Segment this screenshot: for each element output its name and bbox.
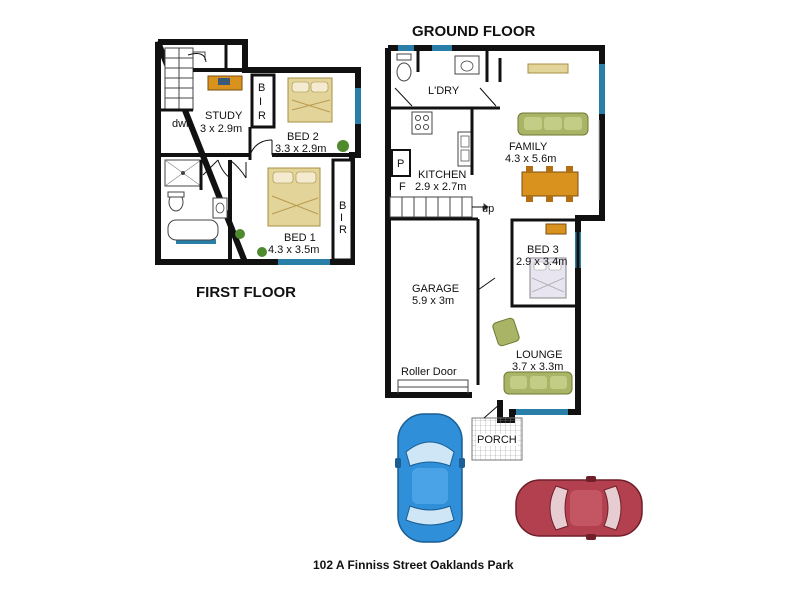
laundry-sink — [454, 55, 480, 75]
property-address: 102 A Finniss Street Oaklands Park — [313, 558, 514, 572]
room-lounge-size: 3.7 x 3.3m — [512, 361, 564, 373]
bir-upper-i: I — [259, 96, 263, 108]
room-study-name: STUDY — [205, 110, 243, 122]
ground-floor-title: GROUND FLOOR — [412, 23, 536, 40]
fridge-label: F — [399, 181, 406, 193]
room-laundry-name: L'DRY — [428, 85, 460, 97]
tv-unit — [527, 63, 569, 74]
room-family-name: FAMILY — [509, 141, 548, 153]
roller-door-label: Roller Door — [401, 366, 457, 378]
room-bed1-name: BED 1 — [284, 232, 316, 244]
bir-upper-r: R — [258, 110, 266, 122]
room-bed3-name: BED 3 — [527, 244, 559, 256]
room-lounge-name: LOUNGE — [516, 349, 563, 361]
first-floor-plan — [155, 39, 361, 265]
lounge-sofa — [503, 371, 573, 395]
built-in-robe-lower — [331, 158, 354, 262]
blue-car — [395, 413, 465, 543]
room-bed2-size: 3.3 x 2.9m — [275, 143, 327, 155]
window-bath — [176, 239, 216, 244]
room-bed3-size: 2.9 x 3.4m — [516, 256, 568, 268]
stair-dwn-label: dwn — [172, 118, 193, 130]
window-bed2 — [355, 88, 361, 124]
bir-upper-b: B — [258, 82, 266, 94]
bir-lower-b: B — [339, 200, 347, 212]
cooktop — [411, 111, 433, 135]
room-kitchen-name: KITCHEN — [418, 169, 467, 181]
room-kitchen-size: 2.9 x 2.7m — [415, 181, 467, 193]
bed2-bed — [287, 77, 333, 123]
pantry — [391, 149, 411, 177]
stair-up-label: up — [482, 203, 495, 215]
red-car — [515, 476, 643, 540]
bathtub — [167, 219, 219, 241]
laundry-toilet — [396, 62, 412, 82]
ground-floor-outer-wall — [385, 45, 605, 423]
upper-staircase — [164, 47, 207, 111]
room-garage-size: 5.9 x 3m — [412, 295, 455, 307]
bed1-bed — [267, 167, 321, 227]
window-bed1 — [278, 259, 330, 265]
dining-table — [521, 166, 579, 202]
room-family-size: 4.3 x 5.6m — [505, 153, 557, 165]
family-sofa — [517, 112, 589, 136]
plant-icon — [337, 140, 349, 152]
room-study-size: 3 x 2.9m — [200, 123, 243, 135]
bir-lower-r: R — [339, 224, 347, 236]
room-bed2-name: BED 2 — [287, 131, 319, 143]
armchair — [492, 317, 520, 347]
room-bed1-size: 4.3 x 3.5m — [268, 244, 320, 256]
pantry-label: P — [397, 158, 405, 170]
ground-staircase — [389, 196, 489, 218]
bed3-room — [510, 218, 580, 308]
bed3-bed — [529, 257, 567, 299]
ground-floor-plan — [385, 45, 605, 461]
room-porch-name: PORCH — [476, 434, 518, 446]
room-garage-name: GARAGE — [412, 283, 460, 295]
built-in-robe-upper — [250, 73, 276, 129]
first-floor-title: FIRST FLOOR — [196, 284, 296, 301]
vanity — [212, 197, 228, 219]
bir-lower-i: I — [340, 212, 344, 224]
